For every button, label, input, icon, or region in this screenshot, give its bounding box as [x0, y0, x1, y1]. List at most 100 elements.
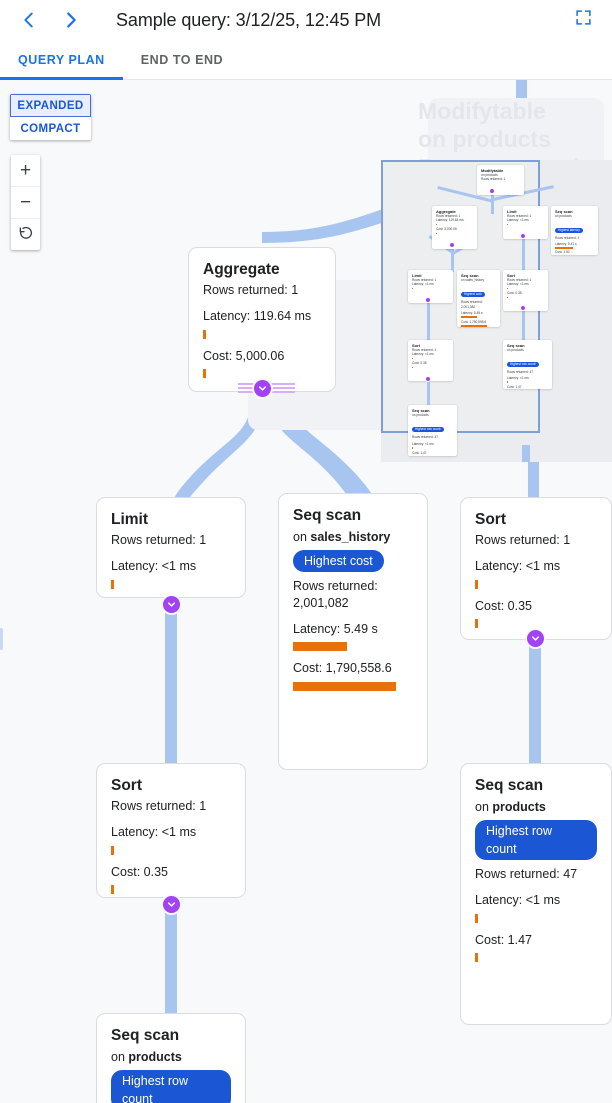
zoom-in-button[interactable]: + [11, 155, 40, 187]
zoom-controls[interactable]: + − [11, 155, 40, 250]
chevron-down-icon [531, 636, 540, 641]
plan-canvas[interactable]: Modifytable on products Rows returned Li… [0, 80, 612, 1103]
compact-mode-button[interactable]: COMPACT [10, 117, 91, 140]
node-cost: Cost: 0.35 [475, 598, 532, 613]
collapse-button-limit[interactable] [163, 596, 180, 613]
mini-node-sub3: Latency: 5.41 s [555, 241, 577, 246]
mini-node-sub4: Cost: 1.50 [555, 249, 570, 254]
mini-collapse-dot-5[interactable] [520, 305, 526, 311]
next-query-button[interactable] [56, 5, 86, 35]
tab-end-to-end[interactable]: END TO END [123, 40, 241, 79]
mini-cost-bar [461, 325, 487, 327]
zoom-out-button[interactable]: − [11, 187, 40, 219]
mini-node-title: Limit [507, 209, 517, 214]
mini-cost-bar [507, 296, 509, 299]
node-seq-scan-products-right[interactable]: Seq scan on products Highest row count R… [460, 763, 612, 1025]
mini-node-sub: on products [412, 413, 429, 417]
node-limit[interactable]: Limit Rows returned: 1 Latency: <1 ms [96, 497, 246, 598]
mini-node-sub3: Cost: 0.35 [507, 291, 522, 296]
mini-node-seqscan-products-right[interactable]: Seq scan on products Highest row count R… [503, 340, 552, 389]
node-aggregate[interactable]: Aggregate Rows returned: 1 Latency: 119.… [188, 247, 336, 392]
node-cost: Cost: 1,790,558.6 [293, 661, 392, 676]
collapse-button-sort-low[interactable] [163, 896, 180, 913]
display-mode-toggle[interactable]: EXPANDED COMPACT [10, 94, 91, 140]
mini-latency-bar [461, 316, 477, 318]
mini-collapse-dot-4[interactable] [425, 297, 431, 303]
mini-node-aggregate[interactable]: Aggregate Rows returned: 1 Latency: 119.… [432, 206, 477, 249]
chevron-down-icon [167, 602, 176, 607]
node-sort-mid[interactable]: Sort Rows returned: 1 Latency: <1 ms Cos… [460, 497, 612, 640]
mini-node-sub: Rows returned: 1 [436, 214, 461, 218]
mini-node-seqscan-products-bottom[interactable]: Seq scan on products Highest row count R… [408, 405, 457, 456]
mini-node-modifytable[interactable]: Modifytable on products Rows returned: 1 [477, 165, 524, 195]
cost-bar [475, 953, 478, 963]
mini-badge: Highest row count [412, 426, 444, 432]
mini-node-sub: Rows returned: 1 [507, 278, 532, 282]
collapse-button-sort-mid[interactable] [527, 630, 544, 647]
rows-returned-label: Rows returned: [293, 579, 378, 594]
on-prefix: on [475, 800, 489, 815]
mini-collapse-dot-3[interactable] [520, 233, 526, 239]
fullscreen-button[interactable] [568, 5, 598, 35]
mini-collapse-dot-2[interactable] [449, 242, 455, 248]
mini-edge-7 [522, 218, 525, 273]
mini-node-sub2: Latency: <1 ms [507, 218, 529, 223]
node-seq-scan-sales-history[interactable]: Seq scan on sales_history Highest cost R… [278, 493, 428, 770]
mini-latency-bar [412, 357, 414, 360]
mini-node-sub4: Cost: 1.47 [412, 450, 427, 455]
edge-sortright-to-seqscanright [529, 640, 541, 780]
node-rows-returned: Rows returned: 2,001,082 [293, 578, 413, 611]
mini-node-title: Aggregate [436, 209, 456, 214]
node-table-label: on sales_history [293, 528, 413, 547]
fullscreen-icon [575, 9, 592, 31]
mini-node-sub2: Latency: <1 ms [412, 282, 434, 287]
node-sort-low[interactable]: Sort Rows returned: 1 Latency: <1 ms Cos… [96, 763, 246, 898]
reset-zoom-button[interactable] [11, 219, 40, 250]
mini-node-title: Seq scan [461, 273, 479, 278]
tab-query-plan[interactable]: QUERY PLAN [0, 40, 123, 80]
mini-badge: Highest row count [507, 361, 539, 367]
mini-edge-10 [427, 362, 430, 407]
mini-node-seqscan-sales[interactable]: Seq scan on sales_history Highest cost R… [457, 270, 500, 327]
node-latency: Latency: <1 ms [111, 559, 197, 573]
edge-sort-to-seqscan [165, 898, 177, 1028]
node-latency: Latency: 5.49 s [293, 621, 378, 636]
edge-aggregate-to-parent [262, 193, 430, 243]
node-title: Sort [475, 511, 506, 528]
node-title: Aggregate [203, 261, 280, 278]
mini-node-sub: on sales_history [461, 278, 485, 282]
mini-node-sub: Rows returned: 1 [412, 348, 437, 352]
minimap[interactable]: Modifytable on products Rows returned: 1… [381, 160, 612, 462]
reset-icon [18, 225, 34, 245]
cost-bar [203, 369, 206, 379]
latency-bar [293, 642, 347, 652]
previous-query-button[interactable] [14, 5, 44, 35]
mini-collapse-dot-1[interactable] [489, 188, 495, 194]
mini-node-sort-low[interactable]: Sort Rows returned: 1 Latency: <1 ms Cos… [408, 340, 453, 381]
mini-node-sort-mid[interactable]: Sort Rows returned: 1 Latency: <1 ms Cos… [503, 270, 548, 311]
collapse-button-aggregate[interactable] [254, 380, 271, 397]
node-rows-returned: Rows returned: 1 [203, 283, 299, 298]
mini-cost-bar [436, 232, 438, 235]
mini-node-title: Seq scan [507, 343, 525, 348]
mini-node-limit-top[interactable]: Limit Rows returned: 1 Latency: <1 ms [503, 206, 548, 239]
node-seq-scan-products-bottom[interactable]: Seq scan on products Highest row count R… [96, 1013, 246, 1103]
mini-node-sub2: Rows returned: 1 [481, 177, 506, 182]
mini-node-sub3: Latency: <1 ms [412, 441, 434, 446]
mini-node-seqscan-products-top[interactable]: Seq scan on products Highest latency Row… [551, 206, 598, 255]
expanded-mode-button[interactable]: EXPANDED [10, 94, 91, 117]
tab-end-to-end-label: END TO END [140, 52, 224, 67]
mini-node-title: Modifytable [481, 168, 504, 173]
table-name: sales_history [310, 530, 391, 545]
mini-latency-bar [507, 223, 509, 226]
mini-edge-1 [491, 192, 494, 214]
cost-bar [475, 619, 478, 629]
mini-node-sub2: Latency: <1 ms [507, 282, 529, 287]
mini-node-sub3: Cost: 5,000.06 [436, 227, 457, 232]
mini-node-sub3: Latency: <1 ms [507, 375, 529, 380]
latency-bar [475, 579, 478, 589]
node-title: Seq scan [293, 507, 362, 524]
mini-collapse-dot-6[interactable] [425, 376, 431, 382]
edge-limit-to-sort [165, 598, 177, 778]
tab-bar: QUERY PLAN END TO END [0, 40, 612, 80]
